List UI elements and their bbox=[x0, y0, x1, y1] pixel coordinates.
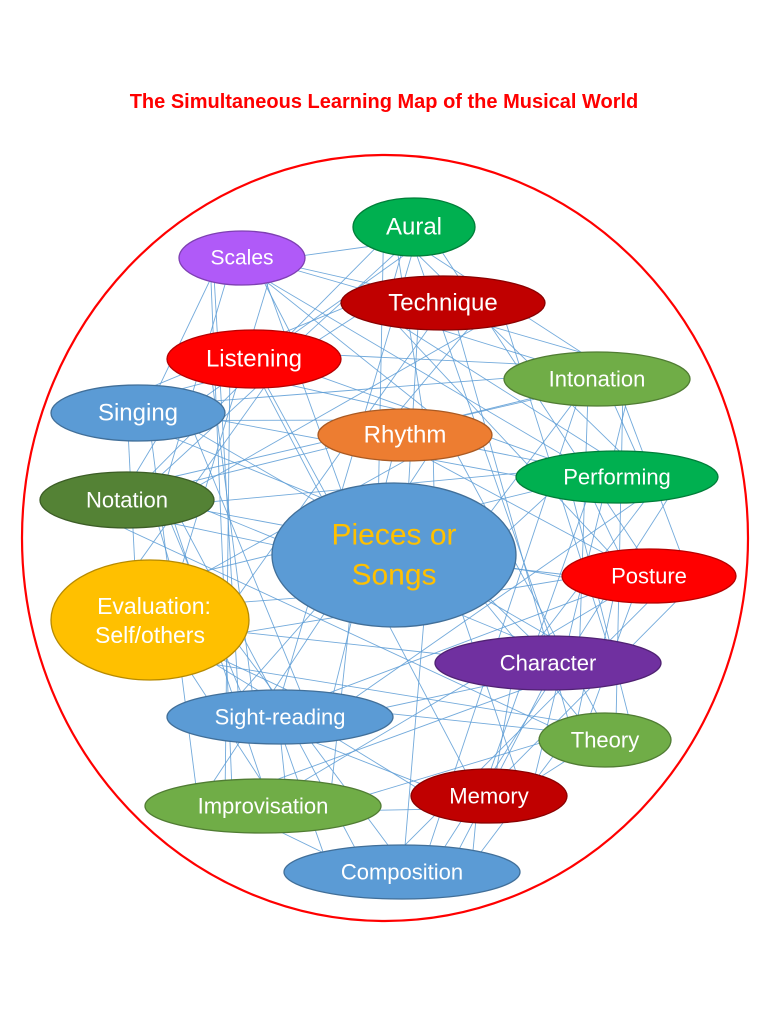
node-evaluation: Evaluation: Self/others bbox=[50, 559, 250, 681]
node-composition: Composition bbox=[283, 844, 521, 900]
node-notation: Notation bbox=[39, 471, 215, 529]
node-theory-shape bbox=[538, 712, 672, 768]
node-listening-label: Listening bbox=[206, 346, 302, 373]
node-singing-shape bbox=[50, 384, 226, 442]
node-evaluation-label-line-1: Evaluation: bbox=[97, 593, 211, 619]
outer-circle bbox=[20, 153, 750, 923]
connector-line bbox=[443, 429, 619, 754]
node-singing: Singing bbox=[50, 384, 226, 442]
connector-line bbox=[479, 465, 600, 802]
node-theory: Theory bbox=[538, 712, 672, 768]
node-intonation-label: Intonation bbox=[549, 367, 646, 392]
node-pieces-or-songs-shape bbox=[271, 482, 517, 628]
connector-line bbox=[94, 513, 583, 742]
node-sight-reading: Sight-reading bbox=[166, 689, 394, 745]
node-rhythm-shape bbox=[317, 408, 493, 462]
page-title: The Simultaneous Learning Map of the Mus… bbox=[130, 91, 639, 113]
node-sight-reading-label: Sight-reading bbox=[215, 705, 346, 730]
connector-line bbox=[477, 588, 689, 802]
node-scales: Scales bbox=[178, 230, 306, 286]
node-theory-label: Theory bbox=[571, 728, 639, 753]
node-character: Character bbox=[434, 635, 662, 691]
connector-line bbox=[176, 311, 504, 499]
node-performing: Performing bbox=[515, 450, 719, 504]
node-memory-label: Memory bbox=[449, 784, 528, 809]
node-sight-reading-shape bbox=[166, 689, 394, 745]
connector-line bbox=[567, 478, 638, 749]
node-notation-shape bbox=[39, 471, 215, 529]
node-technique-label: Technique bbox=[388, 290, 497, 317]
node-posture-label: Posture bbox=[611, 564, 687, 589]
connector-line bbox=[256, 560, 674, 810]
node-posture: Posture bbox=[561, 548, 737, 604]
node-character-label: Character bbox=[500, 651, 597, 676]
node-listening: Listening bbox=[166, 329, 342, 389]
node-posture-shape bbox=[561, 548, 737, 604]
node-composition-shape bbox=[283, 844, 521, 900]
node-scales-label: Scales bbox=[210, 247, 273, 270]
node-pieces-or-songs-label-line-2: Songs bbox=[351, 559, 436, 592]
node-pieces-or-songs: Pieces or Songs bbox=[271, 482, 517, 628]
connector-line bbox=[236, 262, 617, 488]
node-performing-shape bbox=[515, 450, 719, 504]
node-notation-label: Notation bbox=[86, 488, 168, 513]
node-memory-shape bbox=[410, 768, 568, 824]
node-intonation: Intonation bbox=[503, 351, 691, 407]
node-technique: Technique bbox=[340, 275, 546, 331]
connector-line bbox=[578, 378, 589, 658]
connector-line bbox=[167, 258, 277, 611]
connector-line bbox=[382, 567, 683, 868]
node-aural-label: Aural bbox=[386, 214, 442, 241]
node-technique-shape bbox=[340, 275, 546, 331]
node-composition-label: Composition bbox=[341, 860, 463, 885]
node-character-shape bbox=[434, 635, 662, 691]
node-performing-label: Performing bbox=[563, 465, 671, 490]
node-rhythm: Rhythm bbox=[317, 408, 493, 462]
node-intonation-shape bbox=[503, 351, 691, 407]
node-evaluation-label-line-2: Self/others bbox=[95, 622, 205, 648]
connector-line bbox=[209, 367, 258, 733]
node-listening-shape bbox=[166, 329, 342, 389]
node-improvisation-shape bbox=[144, 778, 382, 834]
node-aural-shape bbox=[352, 197, 476, 257]
topic-nodes: Aural Scales Technique Listening Intonat… bbox=[39, 197, 737, 900]
connector-line bbox=[383, 310, 631, 576]
node-evaluation-shape bbox=[50, 559, 250, 681]
node-singing-label: Singing bbox=[98, 400, 178, 427]
node-improvisation-label: Improvisation bbox=[198, 794, 329, 819]
node-memory: Memory bbox=[410, 768, 568, 824]
node-pieces-or-songs-label-line-1: Pieces or bbox=[331, 519, 456, 552]
node-rhythm-label: Rhythm bbox=[364, 422, 447, 449]
node-improvisation: Improvisation bbox=[144, 778, 382, 834]
node-scales-shape bbox=[178, 230, 306, 286]
node-aural: Aural bbox=[352, 197, 476, 257]
